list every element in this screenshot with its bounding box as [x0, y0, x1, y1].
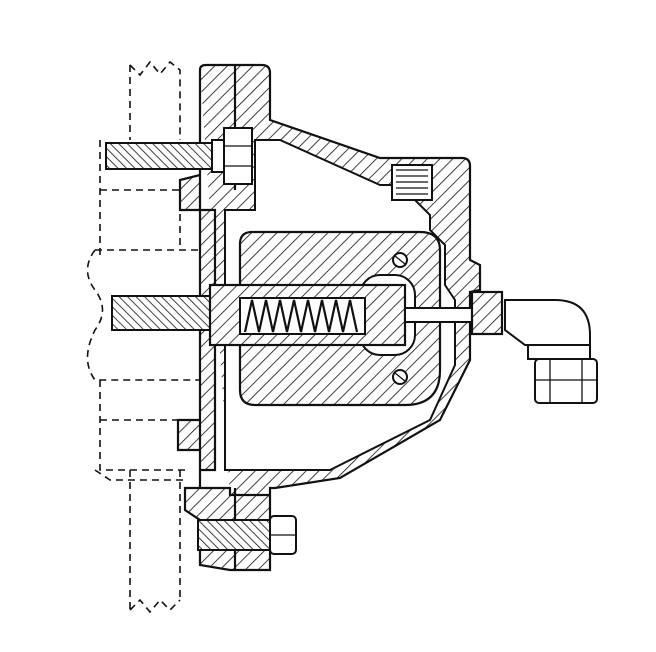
top-port-threads: [396, 169, 428, 195]
spring: [239, 297, 366, 335]
mounting-pipe: [86, 60, 210, 614]
stem: [404, 290, 504, 336]
top-bolt: [105, 127, 253, 185]
elbow-fitting: [504, 299, 598, 404]
bottom-bolt: [197, 515, 297, 555]
